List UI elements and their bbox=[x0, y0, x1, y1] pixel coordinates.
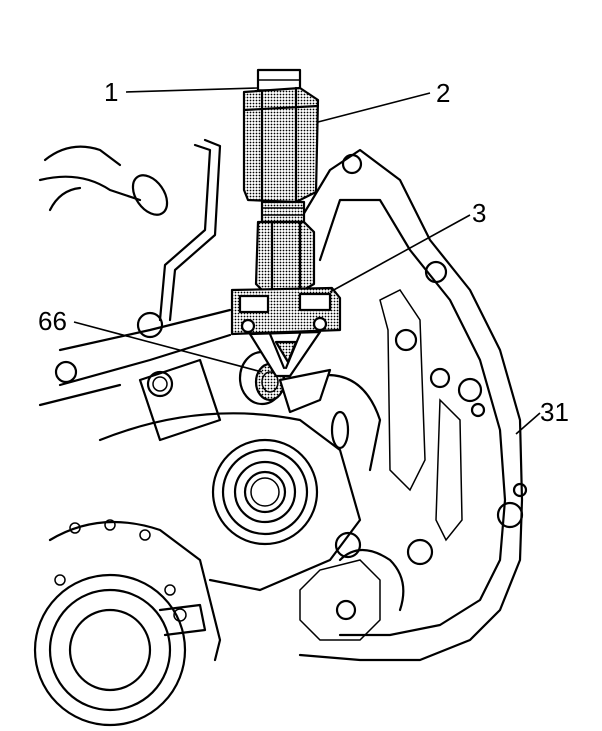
linkage-tubes bbox=[38, 138, 232, 442]
callout-31: 31 bbox=[540, 397, 569, 427]
callout-2: 2 bbox=[436, 78, 450, 108]
leader-3 bbox=[329, 214, 471, 293]
lower-gear-assembly bbox=[33, 519, 222, 727]
leader-31 bbox=[515, 412, 541, 435]
bearing-bore bbox=[98, 373, 382, 592]
callout-66: 66 bbox=[38, 306, 67, 336]
callout-1: 1 bbox=[104, 77, 118, 107]
seal-remover-tool bbox=[230, 68, 342, 414]
callout-labels: 1 2 3 66 31 bbox=[38, 77, 569, 427]
transmission-case bbox=[298, 148, 528, 662]
leader-2 bbox=[317, 92, 431, 123]
leader-lines bbox=[73, 87, 541, 435]
callout-3: 3 bbox=[472, 198, 486, 228]
leader-66 bbox=[73, 321, 263, 373]
leader-1 bbox=[125, 87, 259, 93]
